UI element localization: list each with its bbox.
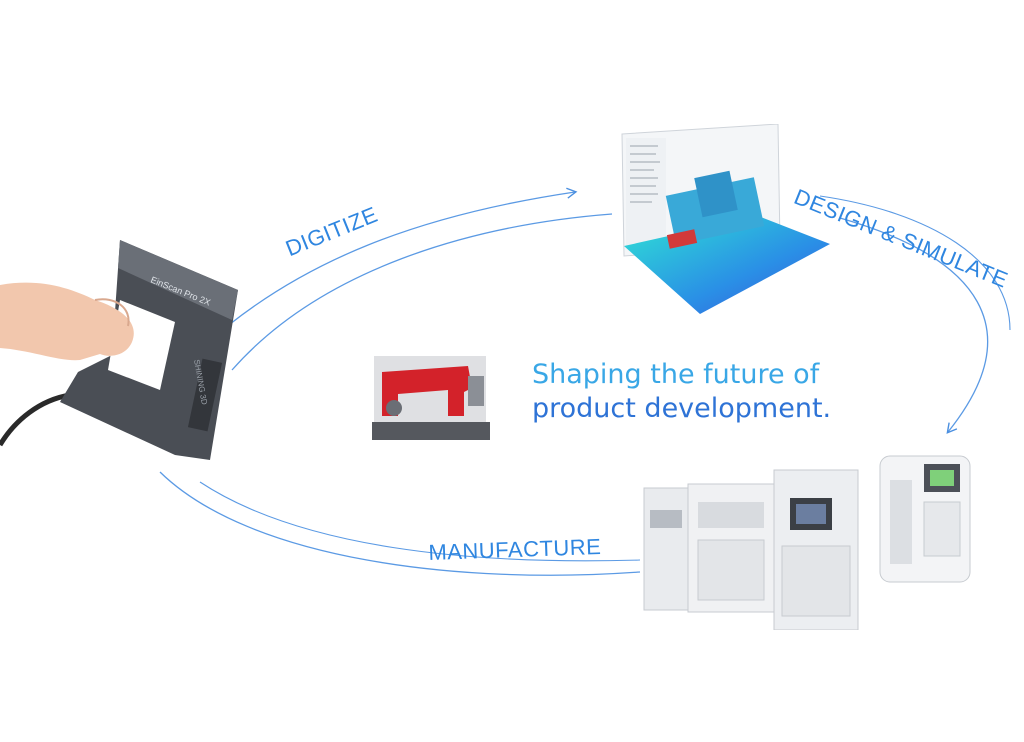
product-model-image [372, 356, 490, 440]
tagline-line1: Shaping the future of [532, 359, 820, 390]
printer-machines-image [643, 455, 971, 630]
cad-simulation-image [621, 124, 830, 314]
digitize-arrow [204, 187, 578, 346]
handheld-scanner-image: EinScan Pro 2X SHINING 3D [0, 240, 238, 460]
tagline-line2: product development. [532, 393, 832, 424]
design-arrow [839, 217, 989, 434]
tagline: Shaping the future of product developmen… [532, 358, 831, 426]
manufacture-arrow [159, 471, 641, 576]
outer-top-arc [231, 213, 613, 371]
